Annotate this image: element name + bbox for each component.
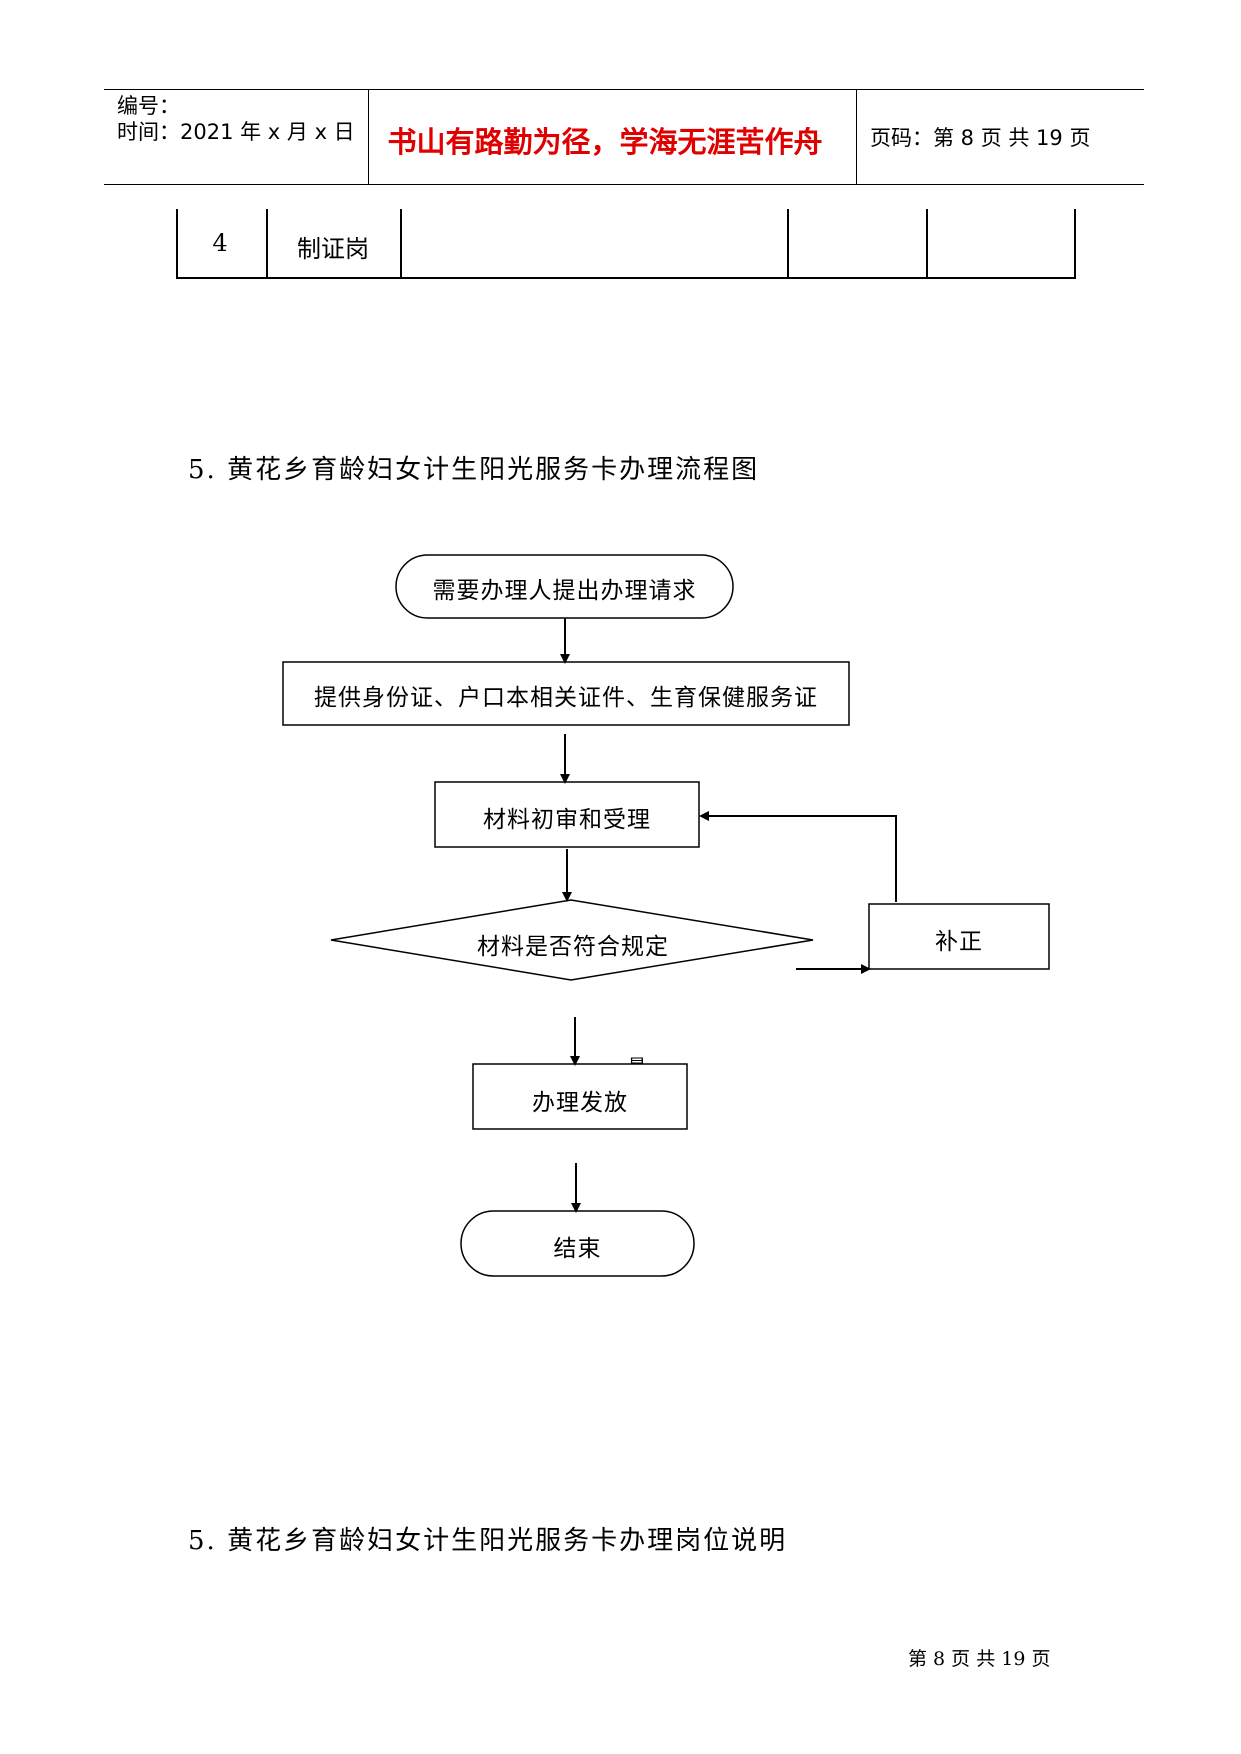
section-title-post-description: 5. 黄花乡育龄妇女计生阳光服务卡办理岗位说明: [188, 1526, 788, 1556]
end-terminal: [460, 1210, 695, 1277]
page-footer: 第 8 页 共 19 页: [908, 1648, 1051, 1670]
table-row-post: 制证岗: [297, 235, 369, 263]
post-table-row: [176, 209, 1076, 279]
issue-box: [472, 1063, 688, 1130]
document-time-label: 时间：2021 年 x 月 x 日: [117, 120, 355, 144]
decision-diamond: [330, 899, 814, 981]
section-title-flowchart: 5. 黄花乡育龄妇女计生阳光服务卡办理流程图: [188, 455, 760, 485]
header-motto: 书山有路勤为径，学海无涯苦作舟: [387, 125, 823, 159]
table-row-index: 4: [212, 229, 228, 257]
document-number-label: 编号：: [117, 94, 180, 118]
flowchart-end-label: 结束: [553, 1236, 602, 1262]
flowchart-review-label: 材料初审和受理: [483, 807, 651, 833]
table-column-divider: [400, 209, 402, 277]
flowchart-yes-label: 是: [628, 1052, 648, 1064]
flowchart-decision-label: 材料是否符合规定: [477, 934, 669, 960]
flowchart-issue-label: 办理发放: [532, 1090, 628, 1116]
table-column-divider: [926, 209, 928, 277]
header-divider: [368, 90, 369, 184]
arrow-correction-to-review: [699, 811, 897, 902]
document-header: [104, 89, 1144, 185]
header-divider: [856, 90, 857, 184]
flowchart-correction-label: 补正: [935, 929, 983, 955]
correction-box: [868, 903, 1050, 970]
table-column-divider: [266, 209, 268, 277]
flowchart-start-label: 需要办理人提出办理请求: [432, 578, 697, 604]
header-page-label: 页码：第 8 页 共 19 页: [870, 126, 1091, 150]
provide-documents-box: [282, 661, 850, 726]
table-column-divider: [787, 209, 789, 277]
flowchart-provide-documents-label: 提供身份证、户口本相关证件、生育保健服务证: [314, 685, 818, 711]
